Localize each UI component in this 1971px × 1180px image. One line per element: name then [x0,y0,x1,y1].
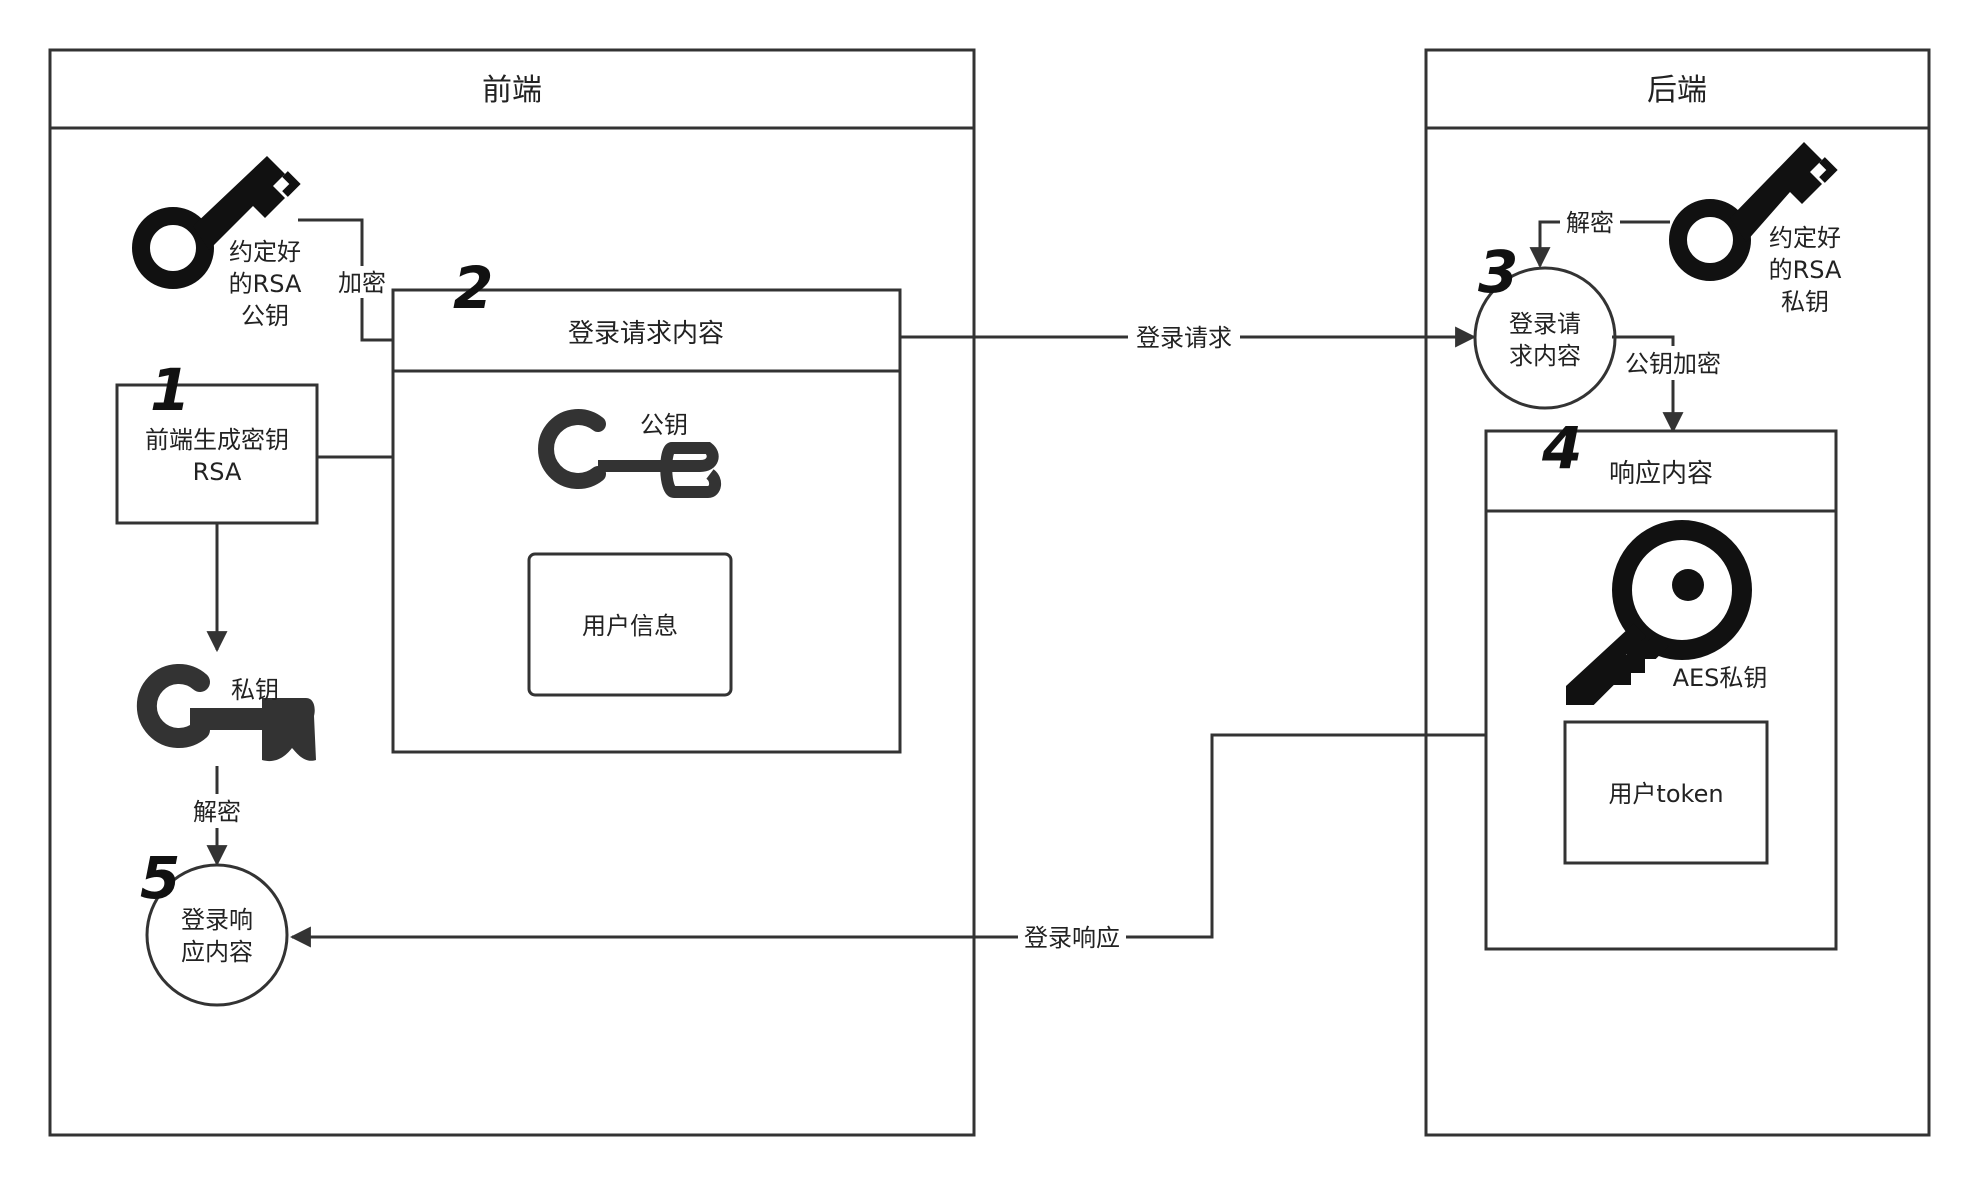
aes-key-label: AES私钥 [1673,664,1768,692]
public-key-icon [538,409,721,498]
agreed-public-key-icon [132,156,301,289]
login-request-circle-label-2: 求内容 [1509,342,1581,370]
agreed-private-key-icon [1669,142,1838,281]
agreed-public-key-label-2: 的RSA [229,270,302,298]
step-number-4: 4 [1541,414,1582,482]
agreed-private-key-label-1: 约定好 [1769,224,1841,252]
agreed-public-key-label-3: 公钥 [241,302,289,330]
step-number-1: 1 [150,356,190,424]
generate-key-box [115,383,319,525]
backend-decrypt-label: 解密 [1566,209,1614,237]
user-token-box [1563,720,1769,865]
private-key-icon [136,664,316,762]
response-content-box: 响应内容 [1484,429,1838,951]
backend-lane: 后端 [1424,48,1931,1137]
step-number-5: 5 [140,844,180,912]
response-content-title: 响应内容 [1609,459,1713,489]
user-info-label: 用户信息 [582,612,678,640]
frontend-lane-title: 前端 [482,73,542,108]
generate-key-label-1: 前端生成密钥 [145,426,289,454]
aes-key-icon [1566,520,1752,705]
login-response-label: 登录响应 [1024,924,1120,952]
encrypt-label: 加密 [338,269,386,297]
login-request-label: 登录请求 [1136,324,1232,352]
public-key-label: 公钥 [640,411,688,439]
backend-decrypt-connector [1529,220,1670,269]
login-response-flow [289,733,1486,948]
step-number-3: 3 [1478,238,1518,306]
backend-lane-title: 后端 [1647,73,1707,108]
request-content-title: 登录请求内容 [568,319,724,349]
agreed-private-key-label-3: 私钥 [1781,288,1829,316]
step-number-2: 2 [453,254,493,322]
generate-key-label-2: RSA [193,458,242,486]
login-request-circle-label-1: 登录请 [1509,310,1581,338]
frontend-lane: 前端 [48,48,976,1137]
private-key-label: 私钥 [231,676,279,704]
user-token-label: 用户token [1608,780,1723,808]
public-key-encrypt-label: 公钥加密 [1625,350,1721,378]
user-info-box [527,552,733,697]
login-response-circle-label-1: 登录响 [181,906,253,934]
login-response-circle-label-2: 应内容 [181,938,253,966]
login-response-circle [145,863,289,1007]
agreed-public-key-label-1: 约定好 [229,238,301,266]
agreed-private-key-label-2: 的RSA [1769,256,1842,284]
frontend-decrypt-label: 解密 [193,798,241,826]
public-key-encrypt-connector [1612,335,1684,434]
